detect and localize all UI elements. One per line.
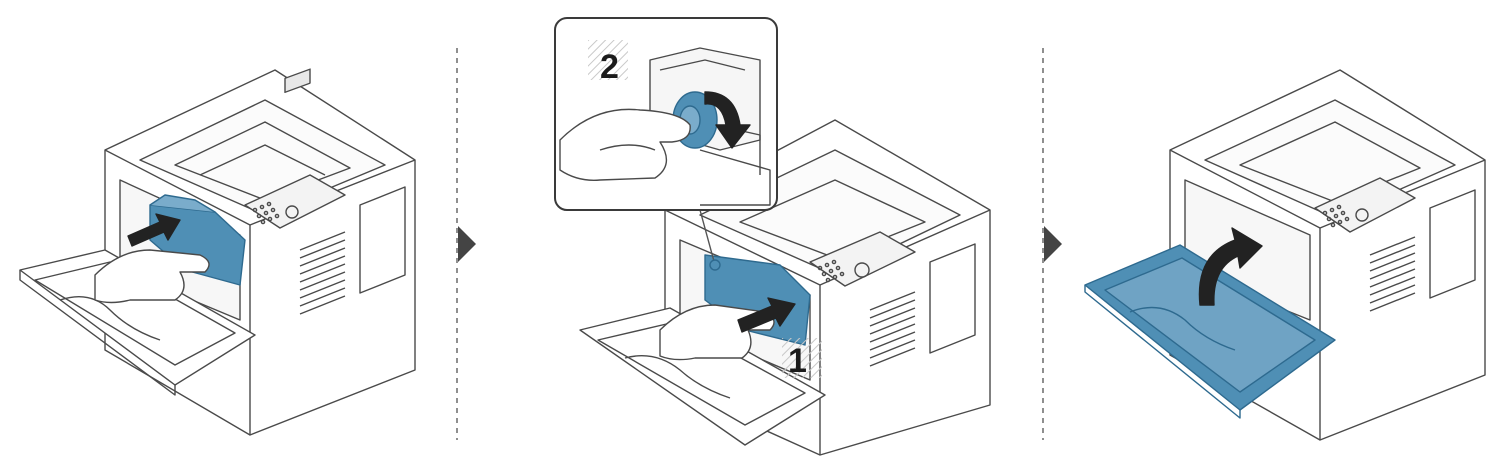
keypad-1 <box>252 201 280 225</box>
step-1-label: 1 <box>788 342 807 380</box>
step-1-hatch <box>782 338 822 378</box>
hand-1 <box>94 249 210 304</box>
keypad-3 <box>1322 204 1350 228</box>
step-next-chevron-icon <box>1044 226 1062 262</box>
side-vents-1 <box>299 186 406 315</box>
zoom-inset-rotate-lever <box>554 17 778 211</box>
keypad-2 <box>817 259 845 283</box>
side-vents-2 <box>869 243 976 367</box>
step-2-label: 2 <box>600 48 619 86</box>
panel-1-insert-cartridge <box>19 68 416 436</box>
step-2-hatch <box>588 40 628 80</box>
rotate-arrow-icon <box>704 91 751 149</box>
step-next-chevron-icon <box>458 226 476 262</box>
push-arrow-icon <box>737 297 796 333</box>
panel-3-close-door <box>1084 69 1486 441</box>
side-vents-3 <box>1369 189 1476 312</box>
push-arrow-icon <box>127 213 181 247</box>
close-door-arrow-icon <box>1198 227 1263 306</box>
